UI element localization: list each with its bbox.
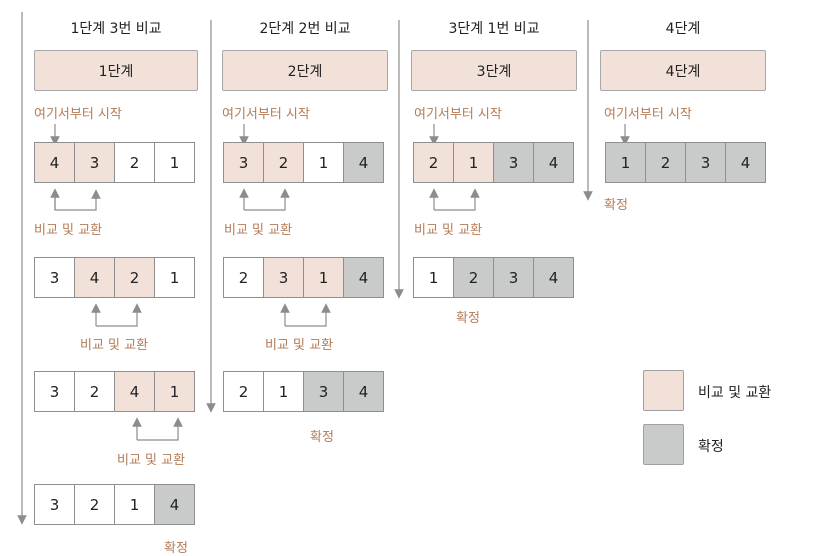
- stage-title: 4단계: [665, 21, 701, 37]
- stage-title: 1단계 3번 비교: [70, 21, 162, 37]
- array-row: 2 1 3 4: [413, 142, 574, 183]
- array-cell: 2: [223, 257, 264, 298]
- array-row: 2 3 1 4: [223, 257, 384, 298]
- row-label: 확정: [164, 541, 188, 556]
- array-cell: 4: [534, 257, 574, 298]
- array-cell: 1: [605, 142, 646, 183]
- array-cell: 2: [115, 142, 155, 183]
- array-cell: 2: [646, 142, 686, 183]
- array-cell: 2: [454, 257, 494, 298]
- stage-title: 3단계 1번 비교: [448, 21, 540, 37]
- array-cell: 1: [454, 142, 494, 183]
- array-row: 3 2 1 4: [34, 484, 195, 525]
- array-cell: 4: [726, 142, 766, 183]
- row-label: 비교 및 교환: [224, 223, 293, 238]
- array-cell: 3: [264, 257, 304, 298]
- array-cell: 2: [223, 371, 264, 412]
- array-cell: 1: [155, 257, 195, 298]
- array-cell: 1: [155, 371, 195, 412]
- row-label: 비교 및 교환: [80, 338, 149, 353]
- array-row: 3 2 4 1: [34, 371, 195, 412]
- array-cell: 4: [34, 142, 75, 183]
- row-label: 확정: [456, 311, 480, 326]
- stage-header: 2단계: [222, 50, 388, 91]
- array-cell: 4: [344, 257, 384, 298]
- stage-header: 3단계: [411, 50, 577, 91]
- stage-header: 1단계: [34, 50, 198, 91]
- start-label: 여기서부터 시작: [414, 107, 502, 122]
- array-cell: 3: [75, 142, 115, 183]
- array-cell: 3: [34, 484, 75, 525]
- array-cell: 1: [155, 142, 195, 183]
- row-label: 비교 및 교환: [34, 223, 103, 238]
- array-cell: 1: [115, 484, 155, 525]
- array-cell: 3: [304, 371, 344, 412]
- legend-swatch-fix: [643, 424, 684, 465]
- array-cell: 3: [686, 142, 726, 183]
- array-cell: 1: [413, 257, 454, 298]
- stage-title: 2단계 2번 비교: [259, 21, 351, 37]
- array-row: 1 2 3 4: [413, 257, 574, 298]
- array-cell: 4: [344, 142, 384, 183]
- array-cell: 2: [264, 142, 304, 183]
- row-label: 비교 및 교환: [414, 223, 483, 238]
- array-row: 1 2 3 4: [605, 142, 766, 183]
- array-row: 3 4 2 1: [34, 257, 195, 298]
- row-label: 비교 및 교환: [265, 338, 334, 353]
- row-label: 비교 및 교환: [117, 453, 186, 468]
- array-cell: 4: [115, 371, 155, 412]
- array-cell: 4: [155, 484, 195, 525]
- array-cell: 2: [115, 257, 155, 298]
- start-label: 여기서부터 시작: [34, 107, 122, 122]
- array-cell: 4: [344, 371, 384, 412]
- row-label: 확정: [604, 198, 628, 213]
- legend-swatch-swap: [643, 370, 684, 411]
- array-cell: 2: [75, 371, 115, 412]
- array-cell: 3: [34, 257, 75, 298]
- array-cell: 4: [75, 257, 115, 298]
- array-cell: 2: [75, 484, 115, 525]
- array-cell: 3: [494, 142, 534, 183]
- array-cell: 1: [304, 257, 344, 298]
- array-cell: 1: [264, 371, 304, 412]
- stage-header: 4단계: [600, 50, 766, 91]
- array-cell: 4: [534, 142, 574, 183]
- start-label: 여기서부터 시작: [222, 107, 310, 122]
- array-cell: 1: [304, 142, 344, 183]
- array-row: 2 1 3 4: [223, 371, 384, 412]
- array-cell: 3: [223, 142, 264, 183]
- row-label: 확정: [310, 430, 334, 445]
- array-row: 3 2 1 4: [223, 142, 384, 183]
- array-row: 4 3 2 1: [34, 142, 195, 183]
- start-label: 여기서부터 시작: [604, 107, 692, 122]
- array-cell: 3: [34, 371, 75, 412]
- legend-label-fix: 확정: [698, 439, 724, 455]
- swap-bracket: [54, 189, 101, 211]
- array-cell: 2: [413, 142, 454, 183]
- array-cell: 3: [494, 257, 534, 298]
- legend-label-swap: 비교 및 교환: [698, 385, 772, 401]
